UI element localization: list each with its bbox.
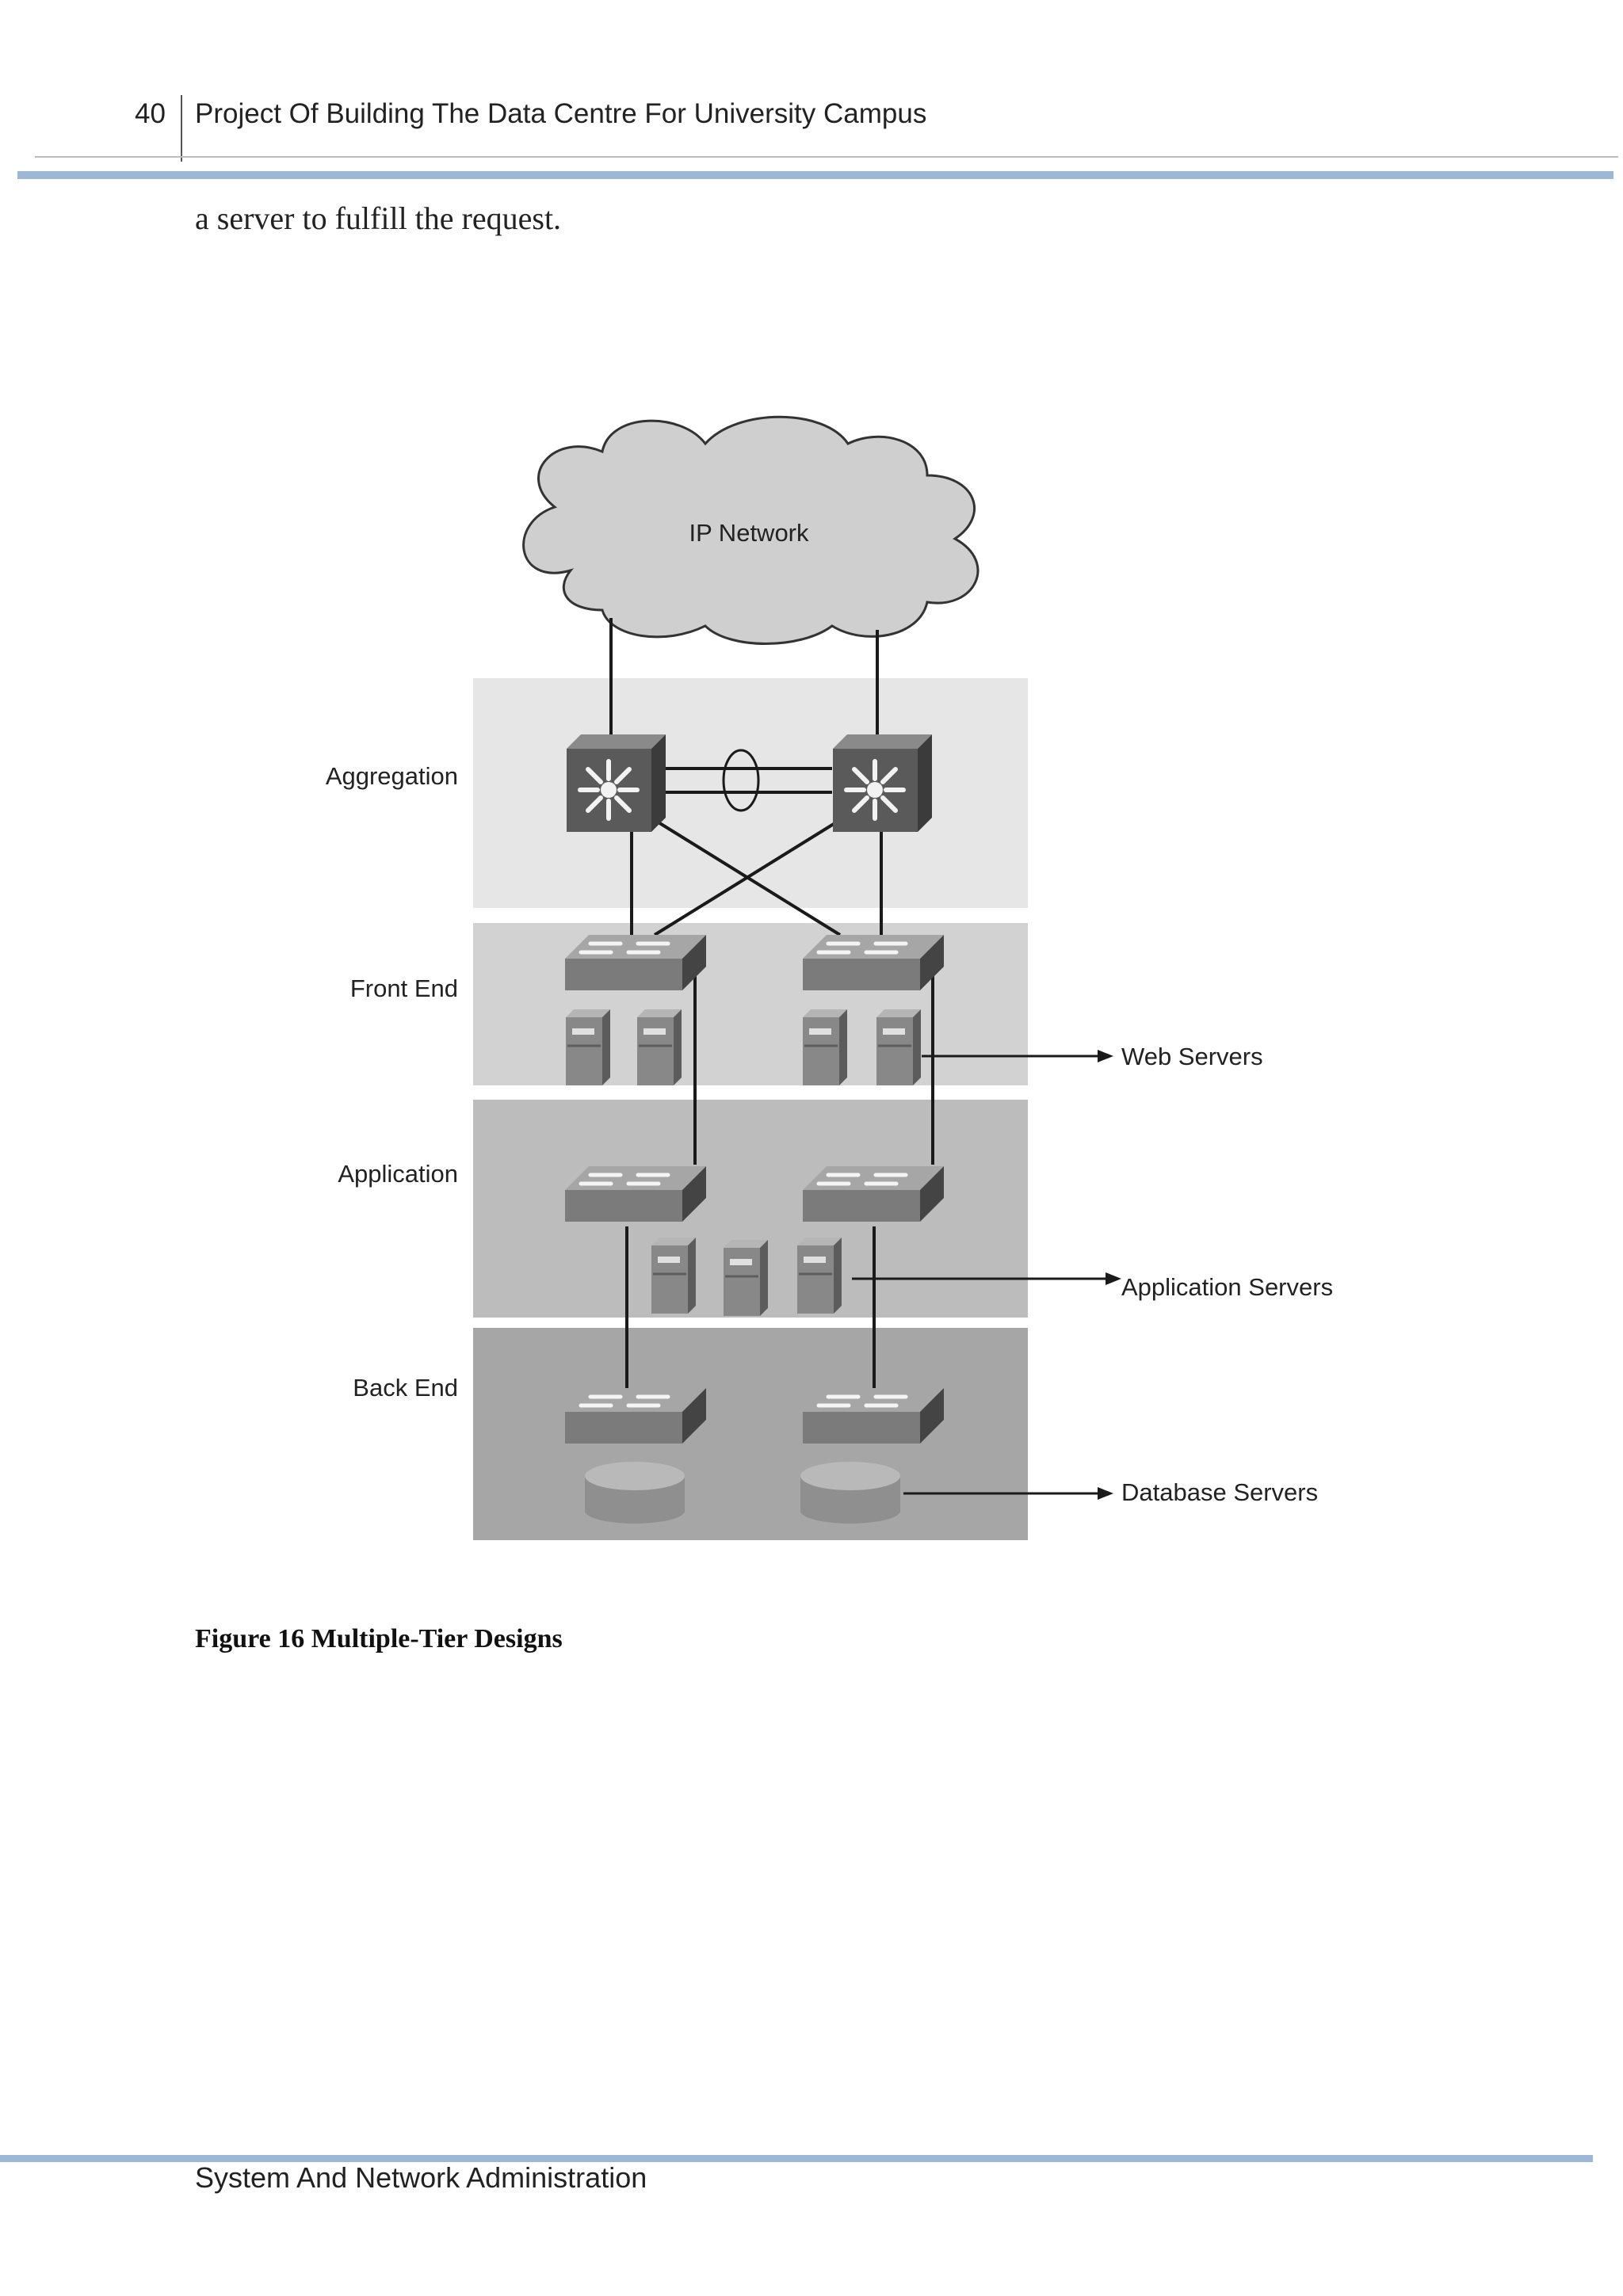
footer-rule: [0, 2155, 1593, 2162]
back-end-switch-left: [565, 1388, 706, 1444]
tier-label-front-end: Front End: [350, 974, 458, 1002]
tier-label-application: Application: [338, 1160, 458, 1188]
web-server-3: [801, 1008, 849, 1087]
callout-web-servers: Web Servers: [1121, 1043, 1263, 1070]
connection-lines: [609, 618, 934, 1388]
front-end-switch-right: [803, 935, 944, 990]
page-number: 40: [135, 98, 166, 129]
web-server-2: [636, 1008, 683, 1087]
port-channel-ellipse: [722, 749, 760, 812]
back-end-switch-right: [803, 1388, 944, 1444]
database-server-1: [585, 1462, 685, 1524]
body-paragraph: a server to fulfill the request.: [195, 200, 562, 236]
header-separator: [181, 95, 182, 162]
footer-text: System And Network Administration: [195, 2161, 647, 2194]
callout-arrows: [852, 1050, 1121, 1500]
application-server-2: [722, 1238, 769, 1318]
web-server-1: [564, 1008, 612, 1087]
database-server-2: [800, 1462, 900, 1524]
web-server-4: [875, 1008, 922, 1087]
tier-label-aggregation: Aggregation: [326, 762, 458, 790]
figure-caption: Figure 16 Multiple-Tier Designs: [195, 1624, 563, 1653]
application-switch-left: [565, 1166, 706, 1222]
header-rule-thick: [17, 171, 1613, 179]
aggregation-switch-left: [567, 734, 666, 832]
front-end-switch-left: [565, 935, 706, 990]
callout-database-servers: Database Servers: [1121, 1478, 1318, 1506]
tier-label-back-end: Back End: [353, 1374, 458, 1402]
header-title: Project Of Building The Data Centre For …: [195, 98, 927, 129]
tier-band-front-end: [473, 923, 1028, 1085]
header-rule-thin: [35, 156, 1618, 158]
cloud-label: IP Network: [689, 519, 809, 547]
application-server-1: [650, 1236, 697, 1315]
callout-application-servers: Application Servers: [1121, 1273, 1333, 1301]
application-server-3: [796, 1236, 843, 1315]
tier-band-back-end: [473, 1328, 1028, 1540]
cloud-shape: [522, 415, 980, 645]
aggregation-switch-right: [833, 734, 932, 832]
application-switch-right: [803, 1166, 944, 1222]
